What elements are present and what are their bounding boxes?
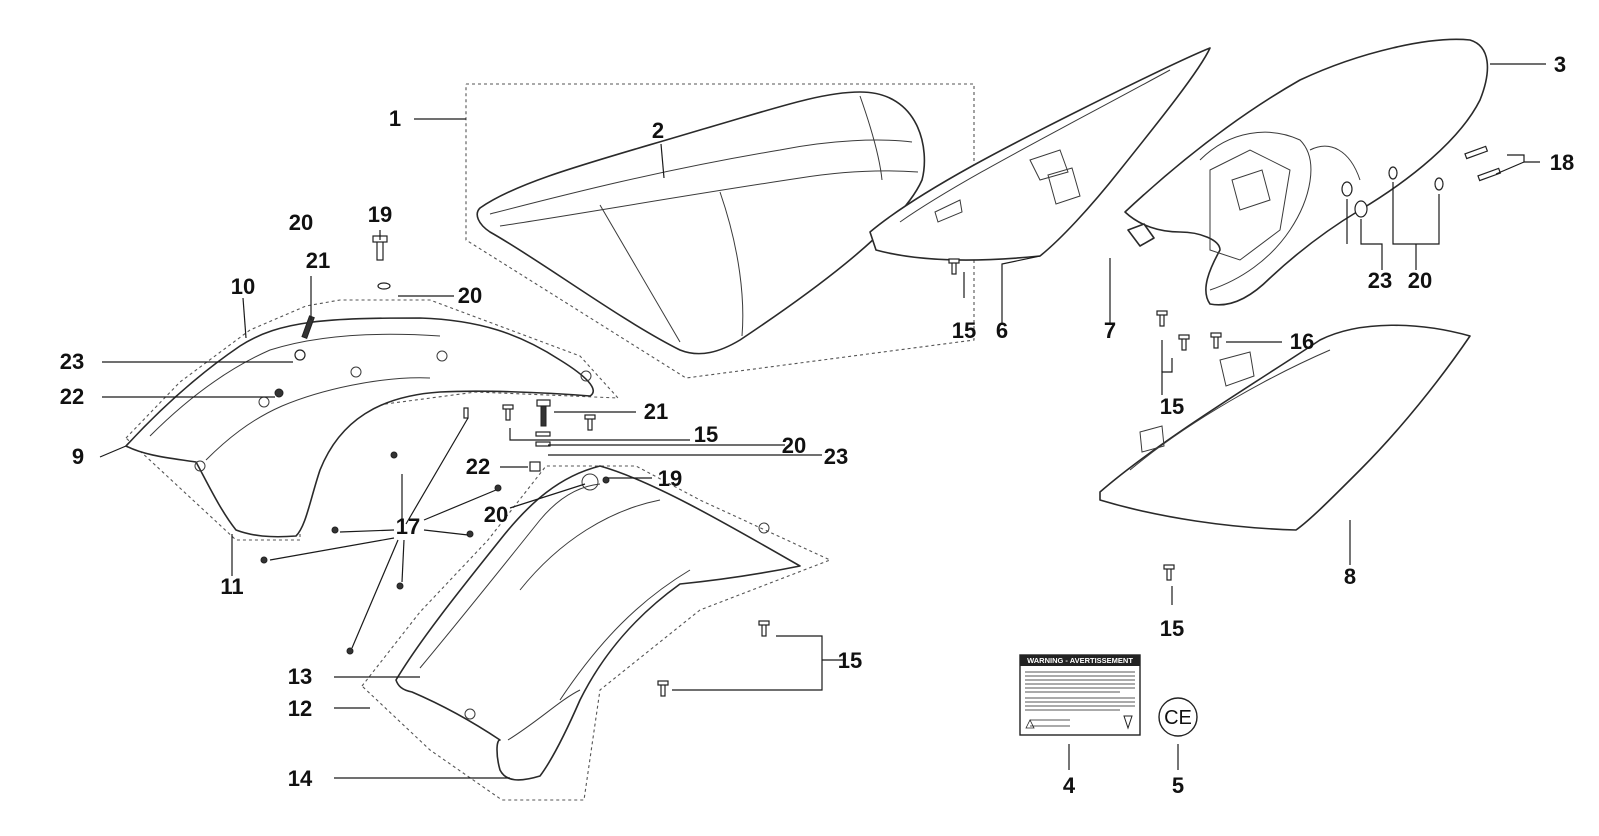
- callout-15-d: 15: [838, 648, 862, 673]
- callout-22-a: 22: [60, 384, 84, 409]
- callout-21-a: 21: [306, 248, 330, 273]
- callout-14: 14: [288, 766, 313, 791]
- callout-9: 9: [72, 444, 84, 469]
- callout-20-c: 20: [782, 433, 806, 458]
- callout-16: 16: [1290, 329, 1314, 354]
- callout-23-b: 23: [824, 444, 848, 469]
- callout-11: 11: [220, 574, 243, 599]
- callout-4: 4: [1063, 773, 1076, 798]
- callout-15-b: 15: [1160, 394, 1184, 419]
- warning-label-title: WARNING - AVERTISSEMENT: [1027, 656, 1133, 665]
- callout-18: 18: [1550, 150, 1574, 175]
- callout-15-e: 15: [694, 422, 718, 447]
- callout-19-a: 19: [368, 202, 392, 227]
- radiator-shroud-upper: [125, 299, 620, 541]
- callout-20-d: 20: [484, 502, 508, 527]
- ce-mark-text: CE: [1164, 707, 1192, 729]
- callout-numbers: 1 2 3 4 5 6 7 8 9 10 11 12 13 14 15 15 1…: [60, 52, 1574, 798]
- callout-19-b: 19: [658, 466, 682, 491]
- seat: [476, 91, 926, 355]
- callout-22-b: 22: [466, 454, 490, 479]
- side-panel-left-rear: [869, 47, 1211, 261]
- callout-15-a: 15: [952, 318, 976, 343]
- callout-20-e: 20: [1408, 268, 1432, 293]
- rear-fender: [1124, 38, 1489, 306]
- callout-7: 7: [1104, 318, 1116, 343]
- callout-8: 8: [1344, 564, 1356, 589]
- ce-mark: CE: [1158, 697, 1198, 737]
- callout-10: 10: [231, 274, 255, 299]
- callout-1: 1: [389, 106, 401, 131]
- leader-lines: [99, 63, 1546, 779]
- side-panel-right: [1099, 324, 1471, 531]
- callout-12: 12: [288, 696, 312, 721]
- callout-21-b: 21: [644, 399, 668, 424]
- callout-20-a: 20: [289, 210, 313, 235]
- hardware-fasteners: [260, 145, 1502, 697]
- callout-17: 17: [396, 514, 420, 539]
- callout-6: 6: [996, 318, 1008, 343]
- callout-23-c: 23: [1368, 268, 1392, 293]
- brand-mark-icon: [1123, 715, 1133, 730]
- callout-3: 3: [1554, 52, 1566, 77]
- callout-13: 13: [288, 664, 312, 689]
- radiator-shroud-lower: [361, 465, 832, 801]
- warning-label: WARNING - AVERTISSEMENT: [1019, 654, 1141, 736]
- callout-15-c: 15: [1160, 616, 1184, 641]
- clip-nut: [1127, 223, 1155, 247]
- callout-20-b: 20: [458, 283, 482, 308]
- callout-2: 2: [652, 118, 664, 143]
- callout-23-a: 23: [60, 349, 84, 374]
- callout-5: 5: [1172, 773, 1184, 798]
